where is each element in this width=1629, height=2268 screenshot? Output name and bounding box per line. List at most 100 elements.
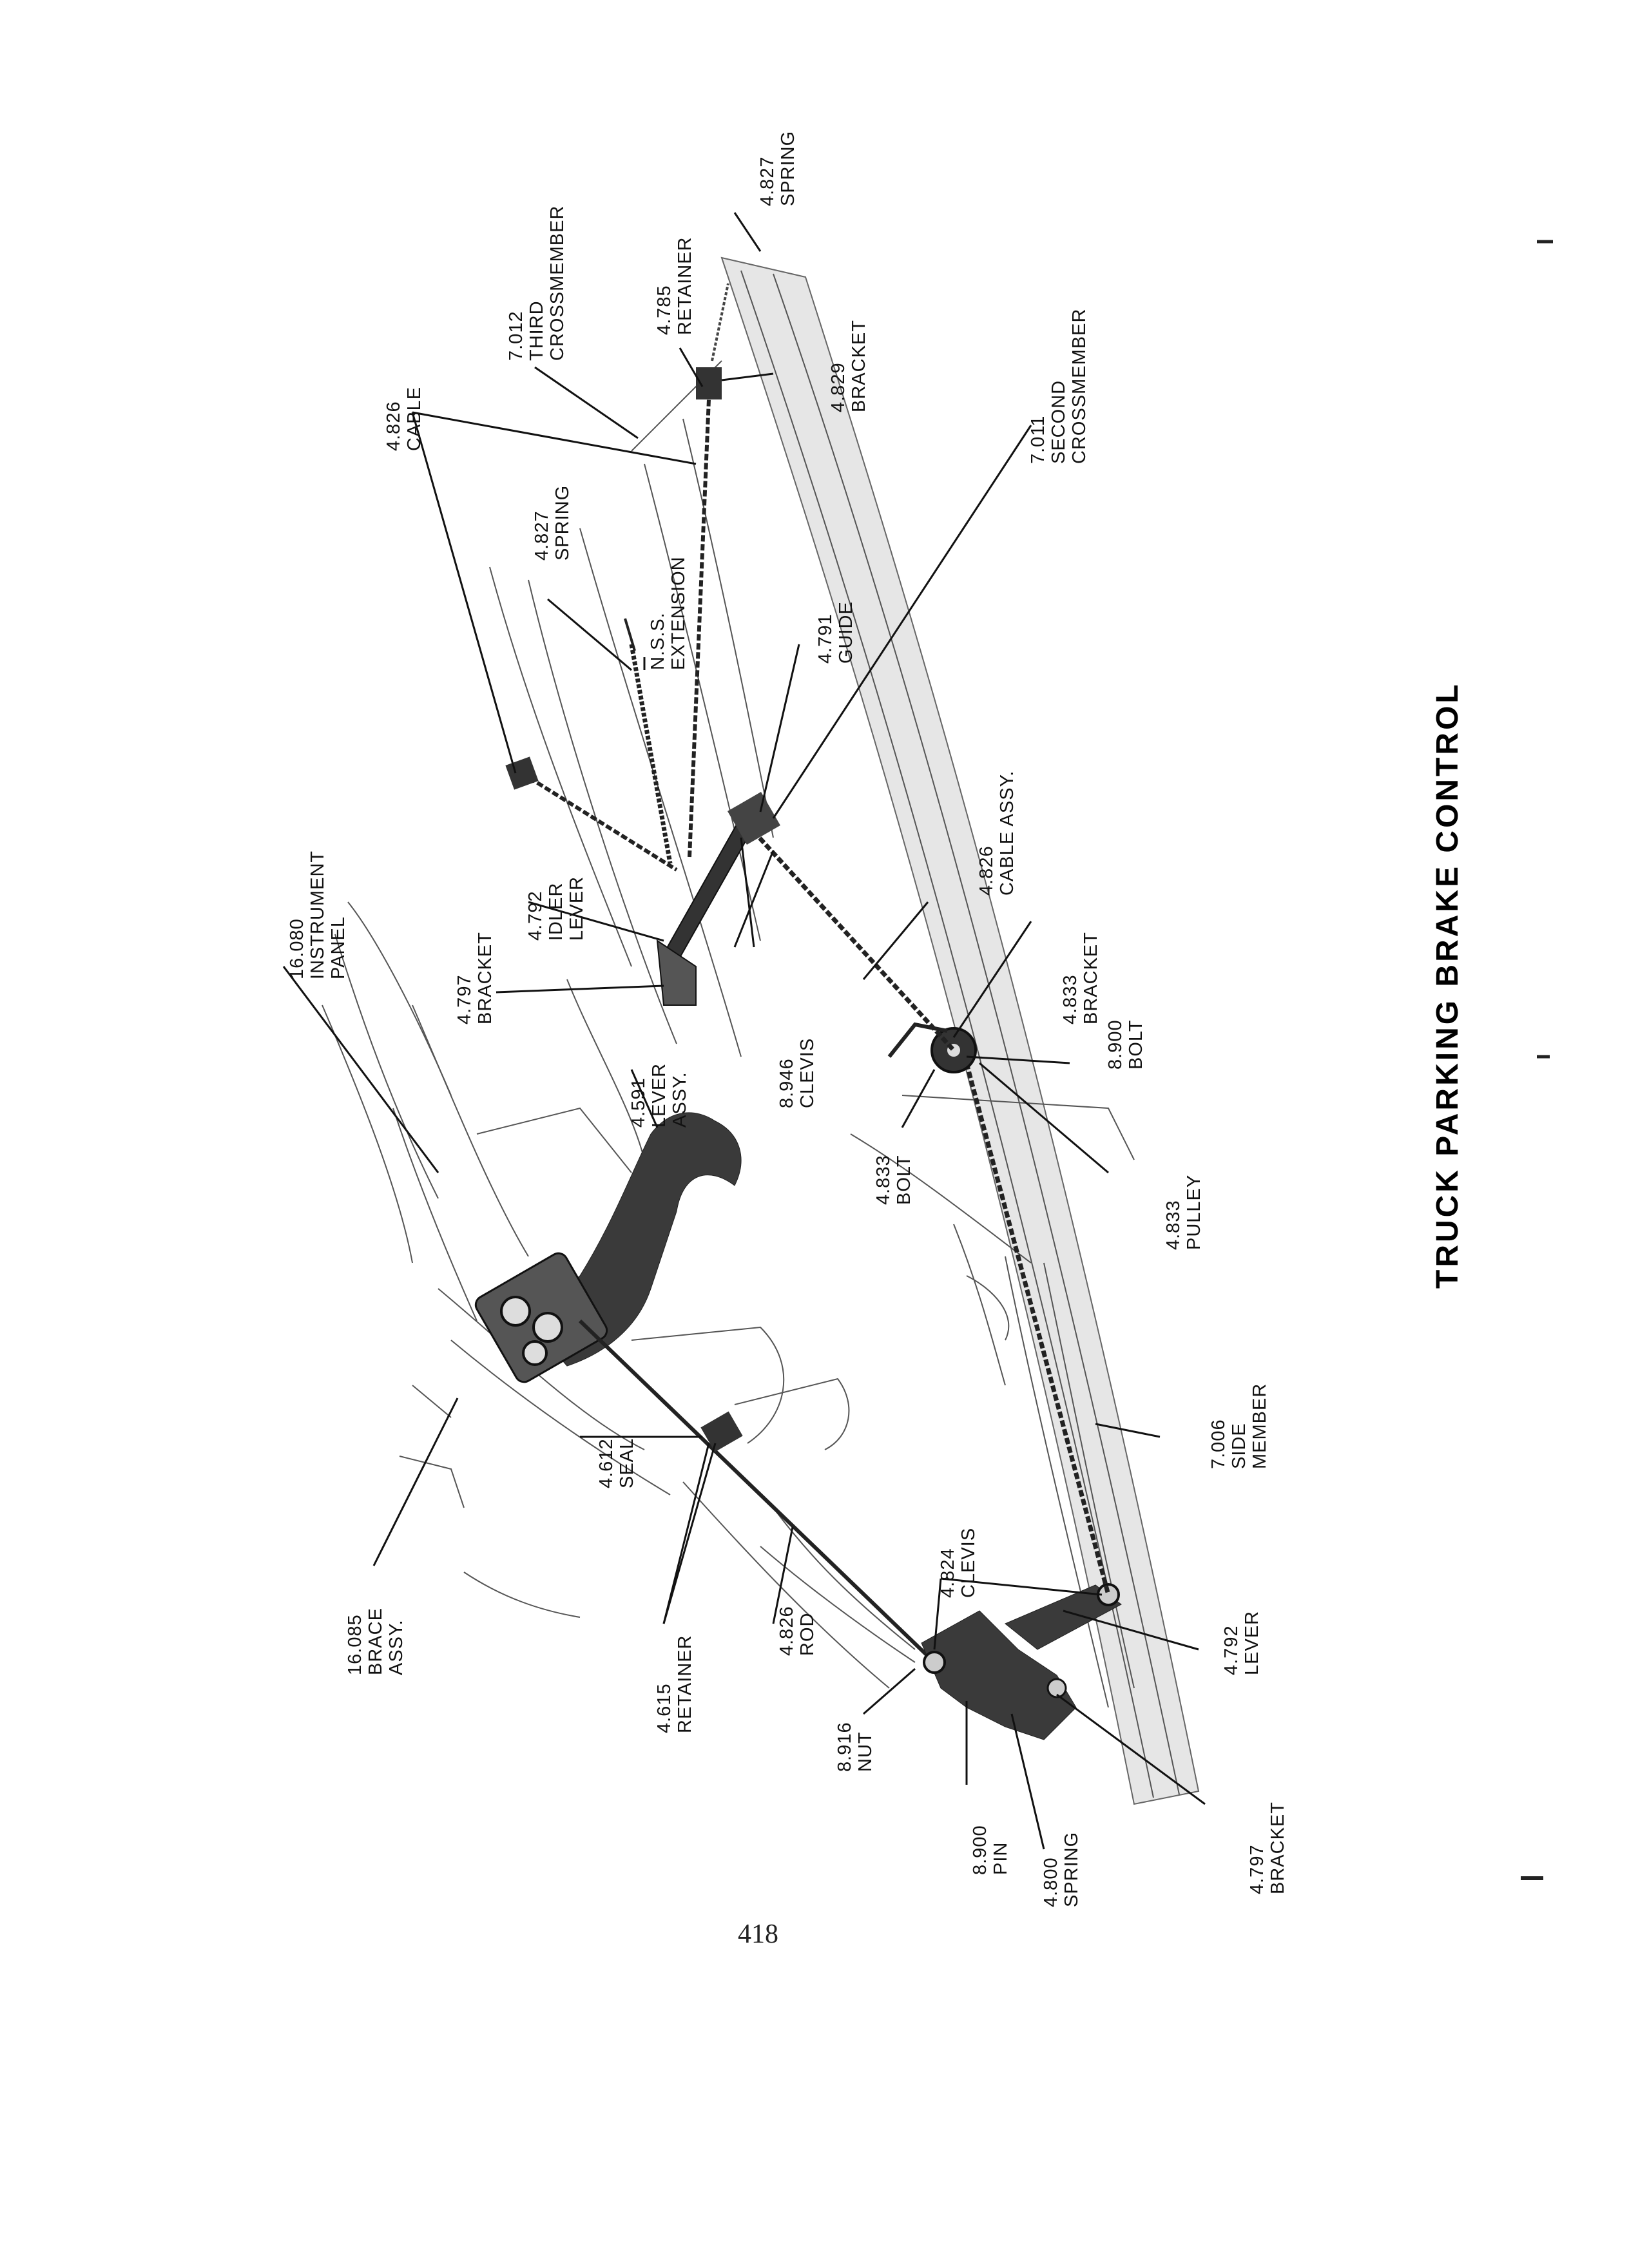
rear-cable (964, 1062, 1111, 1595)
callout-c04: 4.829BRACKET (828, 320, 869, 412)
callout-line: 4.826 (383, 401, 404, 451)
callout-line: 7.012 (506, 311, 526, 361)
callout-c14: 4.833BRACKET (1060, 932, 1101, 1024)
guide (728, 792, 780, 845)
callout-line: EXTENSION (668, 556, 689, 670)
front-cable-bracket (505, 756, 539, 790)
pulley-bracket (887, 1022, 948, 1058)
callout-line: 8.900 (1105, 1019, 1126, 1070)
callout-line: 4.827 (757, 156, 778, 206)
callout-line: 4.833 (873, 1155, 894, 1205)
callout-line: INSTRUMENT (307, 850, 328, 979)
spring-extension (629, 644, 673, 864)
callout-line: 4.792 (1221, 1625, 1242, 1675)
callout-line: 4.824 (938, 1548, 958, 1598)
callout-line: 4.797 (1247, 1844, 1268, 1894)
callout-c01: 4.827SPRING (757, 131, 798, 206)
callout-line: LEVER (566, 876, 587, 941)
rear-spring (711, 283, 729, 361)
callout-c27: 8.916NUT (834, 1722, 876, 1772)
callout-line: ASSY. (386, 1619, 407, 1675)
callout-c06: 4.826CABLE (383, 387, 425, 451)
callout-line: 4.833 (1060, 974, 1081, 1024)
nss-extension-rod (624, 618, 636, 651)
lever-bracket-upper (656, 939, 697, 1006)
callout-c29: 4.800SPRING (1041, 1832, 1082, 1907)
callout-line: 4.791 (815, 613, 836, 664)
page-number: 418 (738, 1919, 778, 1949)
callout-c08: N.S.S.EXTENSION (648, 556, 689, 670)
callout-line: 7.006 (1208, 1419, 1229, 1469)
callout-line: PULLEY (1184, 1175, 1204, 1250)
callout-c22: 4.824CLEVIS (938, 1528, 979, 1598)
callout-c19: 4.833PULLEY (1163, 1175, 1204, 1250)
callout-line: CABLE ASSY. (997, 771, 1017, 896)
diagram-title: TRUCK PARKING BRAKE CONTROL (1431, 682, 1465, 1289)
callout-c07: 4.827SPRING (532, 485, 573, 561)
callout-line: SEAL (617, 1438, 637, 1488)
callout-line: 4.800 (1041, 1857, 1061, 1907)
cable-left (521, 771, 678, 872)
callout-line: ASSY. (670, 1072, 690, 1128)
callout-line: BRACKET (1081, 932, 1101, 1024)
callout-line: CLEVIS (797, 1038, 818, 1108)
callout-line: 4.615 (654, 1683, 675, 1733)
callout-labels: 4.827SPRING4.785RETAINER7.012THIRDCROSSM… (287, 131, 1288, 1907)
callout-line: 4.827 (532, 510, 552, 561)
cable-assy (746, 823, 956, 1052)
callout-line: SPRING (778, 131, 798, 206)
callout-line: MEMBER (1249, 1383, 1270, 1469)
rear-lever (1005, 1584, 1122, 1650)
callout-c26: 4.792LEVER (1221, 1611, 1262, 1675)
callout-line: SECOND (1048, 380, 1069, 464)
callout-line: RETAINER (675, 1635, 695, 1733)
callout-c11: 16.080INSTRUMENTPANEL (287, 850, 349, 979)
callout-line: BRACE (365, 1608, 386, 1675)
callout-line: 4.829 (828, 362, 849, 412)
callout-line: NUT (855, 1731, 876, 1772)
callout-line: 8.900 (970, 1825, 990, 1875)
callout-line: 4.792 (525, 890, 546, 941)
callout-line: THIRD (526, 300, 547, 361)
callout-line: 16.085 (345, 1614, 365, 1675)
callout-line: ROD (797, 1613, 818, 1656)
lever-pivot-bolt-1 (500, 1296, 531, 1327)
callout-c13: 4.797BRACKET (454, 932, 496, 1024)
callout-line: 4.612 (596, 1438, 617, 1488)
callout-c20: 7.006SIDEMEMBER (1208, 1383, 1270, 1469)
callout-c16: 4.591LEVERASSY. (628, 1063, 690, 1128)
callout-c10: 4.826CABLE ASSY. (976, 771, 1017, 896)
callout-line: PANEL (328, 916, 349, 979)
callout-line: CABLE (404, 387, 425, 451)
callout-line: PIN (990, 1842, 1011, 1875)
callout-c05: 7.011SECONDCROSSMEMBER (1028, 309, 1090, 464)
rod (578, 1319, 936, 1664)
callout-line: BRACKET (849, 320, 869, 412)
callout-line: 4.826 (976, 845, 997, 896)
callout-c30: 4.797BRACKET (1247, 1802, 1288, 1894)
callout-c25: 4.826ROD (776, 1606, 818, 1656)
callout-line: CROSSMEMBER (1069, 309, 1090, 464)
callout-line: BOLT (1126, 1019, 1146, 1070)
vehicle-structure-sketch (322, 256, 1200, 1805)
callout-line: SPRING (1061, 1832, 1082, 1907)
callout-c24: 4.615RETAINER (654, 1635, 695, 1733)
callout-c28: 8.900PIN (970, 1825, 1011, 1875)
callout-line: GUIDE (836, 601, 856, 664)
cable-right (688, 399, 711, 858)
rear-lever-bracket (921, 1610, 1077, 1740)
callout-line: 4.591 (628, 1077, 649, 1128)
lever-pivot-bolt-2 (532, 1312, 563, 1343)
callout-line: LEVER (649, 1063, 670, 1128)
rear-clevis-pin (923, 1651, 946, 1674)
callout-line: 4.785 (654, 285, 675, 335)
callout-line: RETAINER (675, 237, 695, 335)
callout-c15: 8.946CLEVIS (776, 1038, 818, 1108)
callout-line: CLEVIS (958, 1528, 979, 1598)
callout-line: BRACKET (1268, 1802, 1288, 1894)
callout-c02: 4.785RETAINER (654, 237, 695, 335)
callout-line: 8.946 (776, 1058, 797, 1108)
callout-c09: 4.791GUIDE (815, 601, 856, 664)
callout-line: BRACKET (475, 932, 496, 1024)
callout-line: SIDE (1229, 1423, 1249, 1469)
